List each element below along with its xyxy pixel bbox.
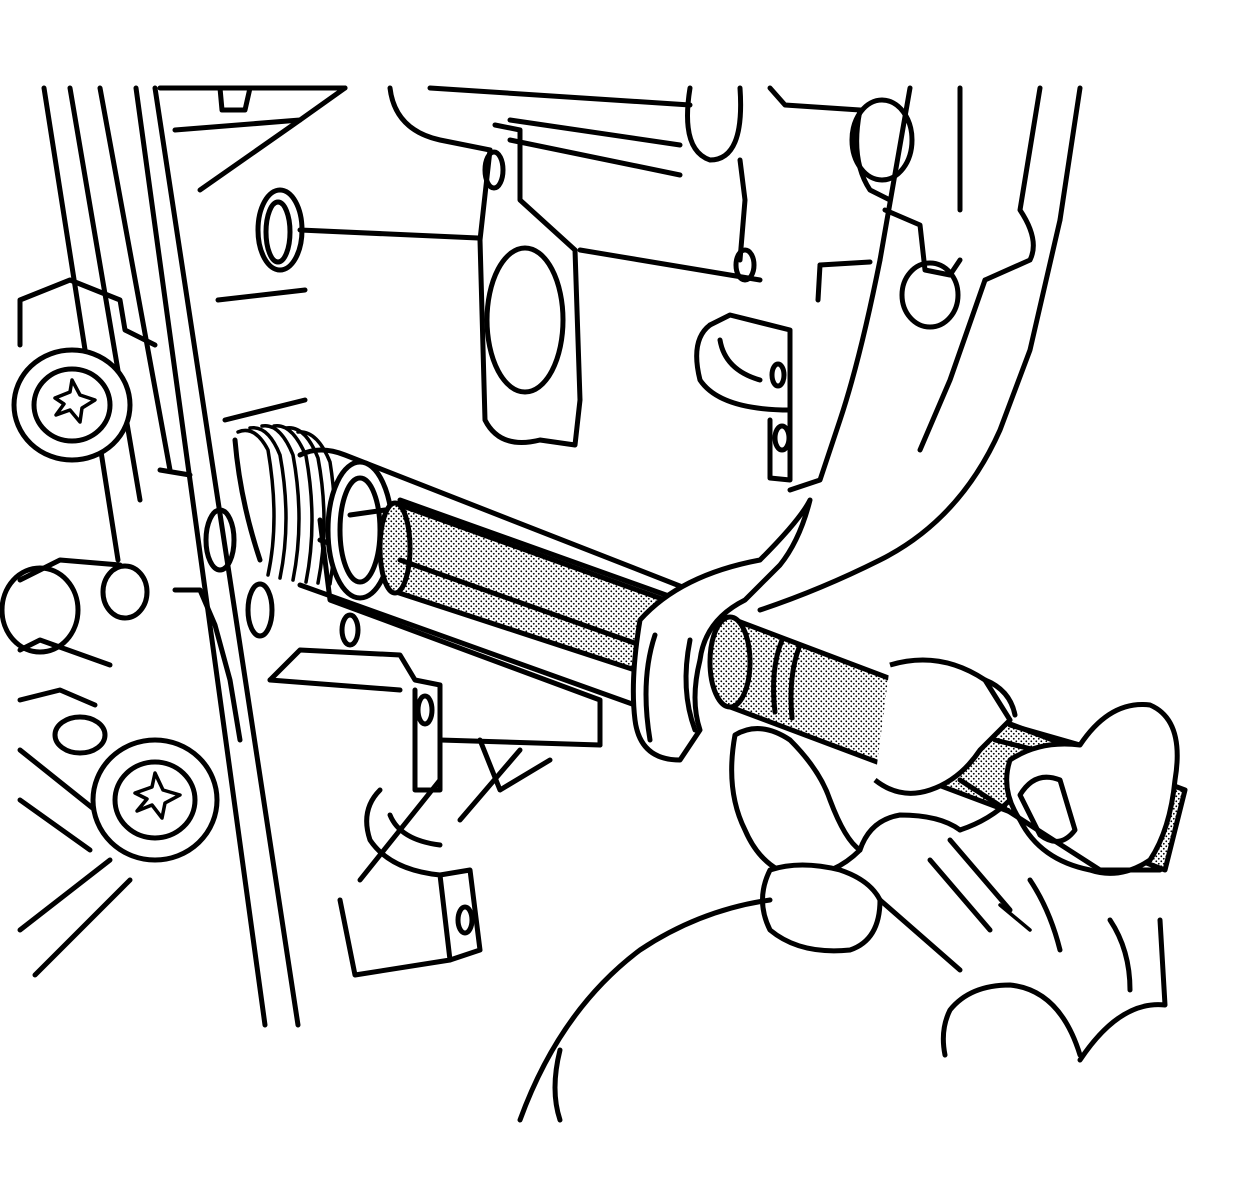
upper-torx-bolt (11, 347, 133, 463)
lower-torx-bolt (90, 737, 220, 863)
torx-drive-icon (53, 378, 97, 424)
technician-hand (517, 657, 1180, 1123)
valve-spring (222, 397, 337, 586)
torx-drive-icon (133, 771, 182, 820)
valve-body-housing (0, 85, 1083, 1028)
valve-spool (325, 459, 668, 673)
retainer-clip (630, 497, 813, 763)
